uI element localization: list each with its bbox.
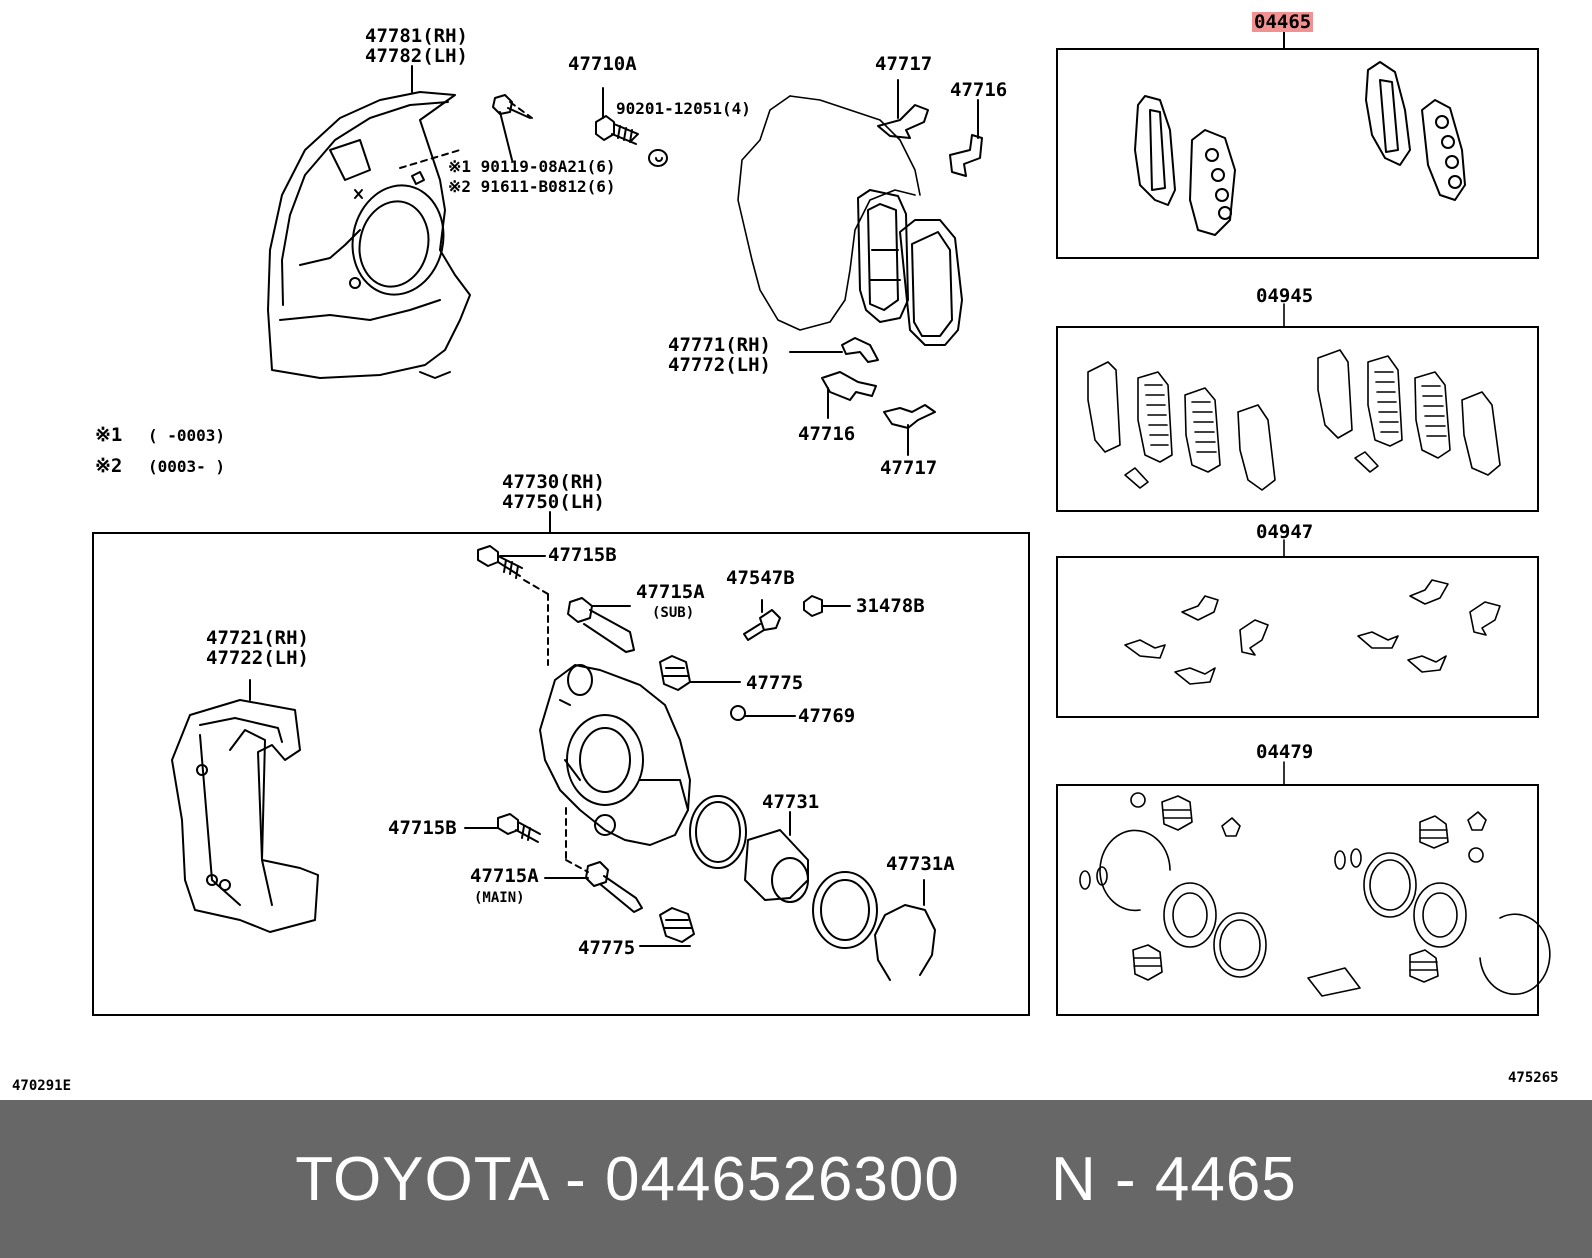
note-1-mark: ※1 — [95, 424, 123, 446]
slide-pins-drawing — [465, 546, 642, 912]
label-47717-top[interactable]: 47717 — [875, 53, 933, 75]
clips-top-drawing — [878, 80, 982, 176]
kit-04945-drawing — [1088, 304, 1500, 490]
parts-line-art — [0, 0, 1592, 1100]
kit-04465-drawing — [1135, 32, 1465, 235]
small-parts-drawing — [640, 596, 850, 946]
label-sub: (SUB) — [652, 605, 695, 621]
kit-label-04947[interactable]: 04947 — [1256, 521, 1314, 543]
label-47731a[interactable]: 47731A — [886, 853, 955, 875]
note-2-range: (0003- ) — [148, 457, 226, 476]
label-47715a-sub[interactable]: 47715A — [636, 581, 705, 603]
caliper-bracket-drawing — [172, 680, 318, 932]
label-47772[interactable]: 47772(LH) — [668, 354, 771, 376]
piston-seals-drawing — [690, 796, 935, 980]
part-number-text: TOYOTA - 0446526300 N - 4465 — [295, 1144, 1297, 1214]
label-main: (MAIN) — [474, 890, 525, 906]
label-47715b-top[interactable]: 47715B — [548, 544, 617, 566]
caliper-body-drawing — [540, 665, 690, 845]
caliper-assembly-box — [92, 532, 1030, 1016]
label-47547b[interactable]: 47547B — [726, 567, 795, 589]
kit-box-04479 — [1056, 784, 1539, 1016]
parts-diagram: 47781(RH) 47782(LH) 47710A 90201-12051(4… — [0, 0, 1592, 1100]
kit-label-04945[interactable]: 04945 — [1256, 285, 1314, 307]
caliper-outline-drawing — [738, 96, 962, 345]
label-47750[interactable]: 47750(LH) — [502, 491, 605, 513]
kit-label-04479[interactable]: 04479 — [1256, 741, 1314, 763]
label-47716-bottom[interactable]: 47716 — [798, 423, 856, 445]
kit-04947-drawing — [1125, 540, 1500, 684]
kit-box-04947 — [1056, 556, 1539, 718]
diagram-code-right: 475265 — [1508, 1070, 1559, 1086]
label-47730[interactable]: 47730(RH) — [502, 471, 605, 493]
label-47781[interactable]: 47781(RH) — [365, 25, 468, 47]
label-47771[interactable]: 47771(RH) — [668, 334, 771, 356]
bolt-47710a-drawing — [596, 88, 667, 166]
label-47769[interactable]: 47769 — [798, 705, 856, 727]
shield-bolts-drawing — [400, 95, 532, 184]
kit-box-04945 — [1056, 326, 1539, 512]
label-90201[interactable]: 90201-12051(4) — [616, 99, 751, 118]
label-47782[interactable]: 47782(LH) — [365, 45, 468, 67]
kit-04479-drawing — [1080, 762, 1550, 996]
note-2-mark: ※2 — [95, 455, 123, 477]
label-90119[interactable]: ※1 90119-08A21(6) — [448, 157, 616, 176]
kit-label-04465[interactable]: 04465 — [1252, 11, 1314, 33]
label-47710a[interactable]: 47710A — [568, 53, 637, 75]
leader-lines — [412, 66, 550, 532]
clips-bottom-drawing — [790, 338, 935, 455]
note-1-range: ( -0003) — [148, 426, 226, 445]
label-47722[interactable]: 47722(LH) — [206, 647, 309, 669]
part-number-banner: TOYOTA - 0446526300 N - 4465 — [0, 1100, 1592, 1258]
label-47721[interactable]: 47721(RH) — [206, 627, 309, 649]
label-47717-bottom[interactable]: 47717 — [880, 457, 938, 479]
label-91611[interactable]: ※2 91611-B0812(6) — [448, 177, 616, 196]
label-47775-bottom[interactable]: 47775 — [578, 937, 636, 959]
dust-shield-drawing — [268, 92, 470, 378]
diagram-code-left: 470291E — [12, 1078, 72, 1094]
kit-box-04465 — [1056, 48, 1539, 259]
label-47715a-main[interactable]: 47715A — [470, 865, 539, 887]
label-47775-top[interactable]: 47775 — [746, 672, 804, 694]
label-47716-top[interactable]: 47716 — [950, 79, 1008, 101]
label-47715b-bottom[interactable]: 47715B — [388, 817, 457, 839]
label-47731[interactable]: 47731 — [762, 791, 820, 813]
label-31478b[interactable]: 31478B — [856, 595, 925, 617]
